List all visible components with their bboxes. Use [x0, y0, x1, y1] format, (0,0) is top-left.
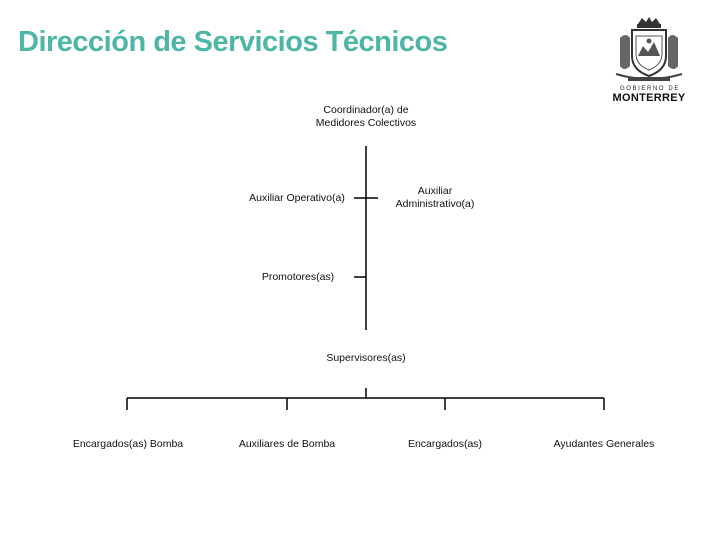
- page-title: Dirección de Servicios Técnicos: [18, 26, 448, 58]
- auxiliar-operativo-node: Auxiliar Operativo(a): [249, 192, 345, 204]
- supervisores-node: Supervisores(as): [326, 352, 406, 364]
- encargados-node: Encargados(as): [407, 438, 483, 450]
- logo-top-text: GOBIERNO DE: [620, 86, 680, 92]
- auxiliar-administrativo-line1: Auxiliar: [417, 185, 453, 197]
- coordinator-label-line2: Medidores Colectivos: [315, 117, 417, 129]
- promotores-node: Promotores(as): [261, 271, 335, 283]
- auxiliar-administrativo-node: Auxiliar Administrativo(a): [380, 185, 490, 211]
- coordinator-node: Coordinador(a) de Medidores Colectivos: [306, 104, 426, 130]
- logo-main-text: MONTERREY: [612, 92, 686, 104]
- auxiliares-bomba-node: Auxiliares de Bomba: [238, 438, 336, 450]
- monterrey-logo: GOBIERNO DE MONTERREY: [608, 16, 690, 106]
- auxiliar-administrativo-line2: Administrativo(a): [395, 198, 475, 210]
- coordinator-label-line1: Coordinador(a) de: [323, 104, 409, 116]
- coat-of-arms-icon: [615, 17, 683, 81]
- encargados-bomba-node: Encargados(as) Bomba: [72, 438, 184, 450]
- ayudantes-generales-node: Ayudantes Generales: [553, 438, 655, 450]
